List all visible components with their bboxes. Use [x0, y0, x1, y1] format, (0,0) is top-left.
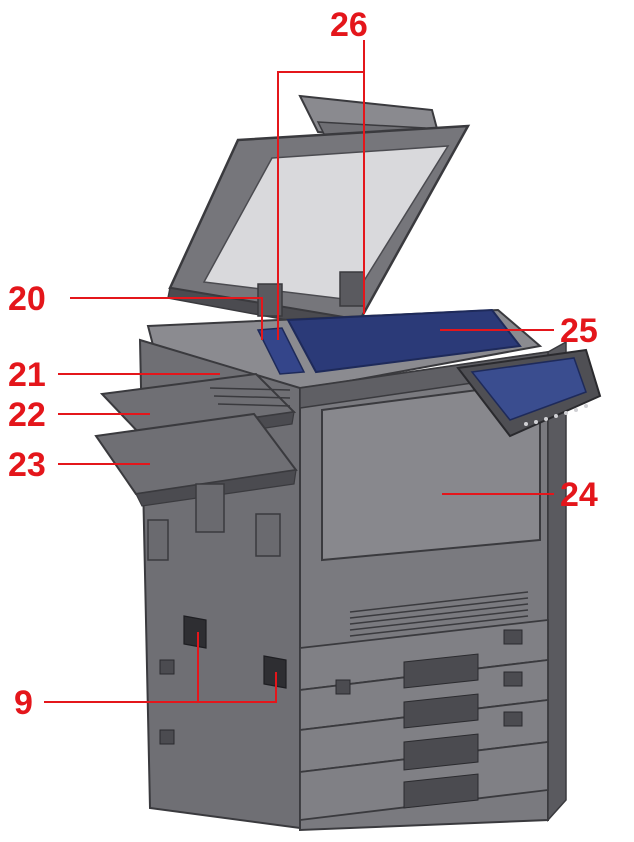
vent-grille: [349, 591, 529, 637]
touch-panel-screen: [470, 357, 587, 421]
callout-22: 22: [8, 396, 46, 434]
finisher-trays: [94, 372, 298, 561]
operation-panel: [456, 348, 602, 438]
callout-20: 20: [8, 280, 46, 318]
callout-25: 25: [560, 312, 598, 350]
hinge-right: [339, 271, 365, 307]
leader-26: [277, 71, 365, 340]
document-processor: [167, 94, 471, 333]
front-cover: [321, 380, 541, 562]
leader-9b: [198, 672, 277, 703]
slit-glass: [256, 327, 306, 375]
callout-21: 21: [8, 356, 46, 394]
callout-9: 9: [14, 684, 33, 722]
callout-23: 23: [8, 446, 46, 484]
handle-left: [183, 615, 207, 649]
callout-labels: 26 20 21 22 23 25 24 9: [8, 6, 598, 722]
leader-20: [70, 297, 263, 340]
callout-26: 26: [330, 6, 368, 44]
callout-24: 24: [560, 476, 598, 514]
leader-lines: [44, 40, 554, 703]
platen-glass: [286, 308, 522, 374]
